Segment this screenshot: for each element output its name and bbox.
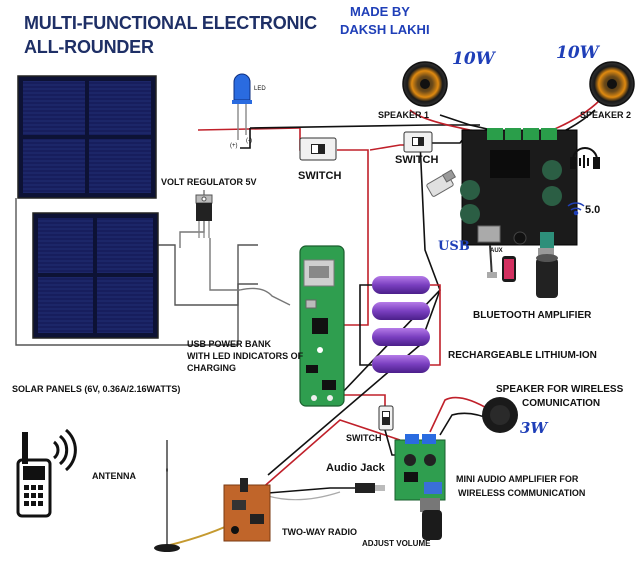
usb-power-bank-board [300,246,344,406]
phone-icon [502,256,516,282]
speaker-2-icon [590,62,634,106]
usb-stick-icon [426,170,455,197]
power-bank-label-3: CHARGING [187,364,236,374]
volume-knob-icon [536,248,558,298]
led-plus-label: (+) [230,143,238,150]
speaker-1-label: SPEAKER 1 [378,111,429,121]
aux-label: AUX [490,248,503,255]
switch-mid-icon [404,132,432,152]
led-icon [232,74,252,140]
volt-regulator-label: VOLT REGULATOR 5V [161,178,257,188]
mini-amplifier-board [395,434,445,540]
power-bank-label-2: WITH LED INDICATORS OF [187,352,303,362]
usb-label: USB [438,240,470,254]
two-way-radio-board [224,478,270,541]
bluetooth-version: 5.0 [585,204,600,216]
author-name: DAKSH LAKHI [340,23,430,37]
switch-bottom-label: SWITCH [346,434,382,444]
two-way-radio-label: TWO-WAY RADIO [282,528,357,538]
mini-amp-label-1: MINI AUDIO AMPLIFIER FOR [456,475,578,485]
lithium-label: RECHARGEABLE LITHIUM-ION [448,350,597,361]
adjust-volume-label: ADJUST VOLUME [362,540,430,549]
voltage-regulator-icon [196,195,212,238]
switch-bottom-icon [379,406,393,430]
wireless-speaker-icon [482,397,518,433]
antenna-icon [154,440,180,552]
solar-panel-top [18,76,156,198]
bluetooth-amplifier-label: BLUETOOTH AMPLIFIER [473,310,591,321]
switch-mid-label: SWITCH [395,154,438,166]
speaker-2-label: SPEAKER 2 [580,111,631,121]
made-by-label: MADE BY [350,5,410,19]
speaker-1-watt: 10W [452,50,495,69]
speaker-2-watt: 10W [556,44,599,63]
mini-amp-label-2: WIRELESS COMMUNICATION [458,489,585,499]
bluetooth-amplifier-board [460,128,577,248]
lithium-batteries [372,276,430,373]
power-bank-label-1: USB POWER BANK [187,340,271,350]
wireless-speaker-label-1: SPEAKER FOR WIRELESS [496,384,623,395]
switch-top-label: SWITCH [298,170,341,182]
led-label: LED [254,86,266,93]
solar-panels-label: SOLAR PANELS (6V, 0.36A/2.16WATTS) [12,385,180,395]
walkie-talkie-icon [18,430,75,516]
antenna-label: ANTENNA [92,472,136,482]
speaker-1-icon [403,62,447,106]
led-minus-label: (-) [246,138,252,145]
audio-jack-label: Audio Jack [326,462,385,474]
audio-jack-icon [355,483,385,493]
title-line-2: ALL-ROUNDER [24,38,154,58]
solar-panel-bottom [33,213,158,338]
wireless-speaker-watt: 3W [520,420,547,437]
title-line-1: MULTI-FUNCTIONAL ELECTRONIC [24,14,317,34]
wireless-speaker-label-2: COMUNICATION [522,398,600,409]
switch-top-icon [300,138,336,160]
